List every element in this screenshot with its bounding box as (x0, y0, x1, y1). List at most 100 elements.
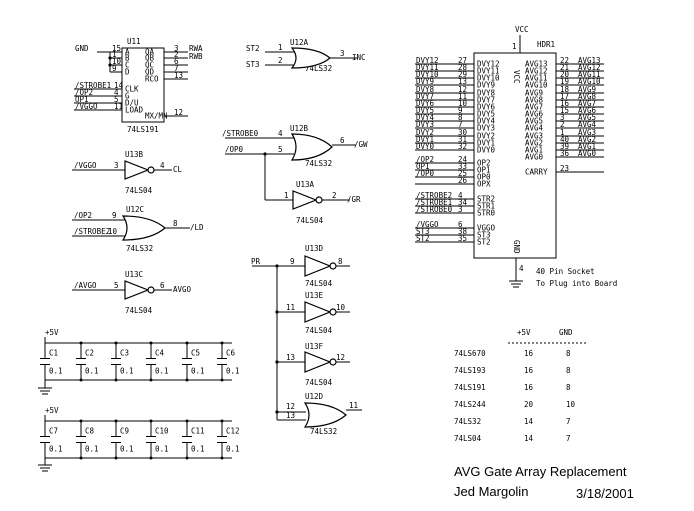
capacitor-value: 0.1 (191, 445, 205, 454)
hdr1-pin-number: 11 (458, 92, 467, 101)
u12c-pin1: 9 (112, 211, 117, 220)
title-date: 3/18/2001 (576, 486, 634, 501)
table-vcc-pin: 16 (524, 366, 534, 375)
u11-pin-label: QA (145, 48, 155, 57)
hdr1-net-label: DVY9 (416, 77, 434, 86)
junction-dot (79, 419, 83, 423)
hdr1-net-label: AVG1 (578, 142, 596, 151)
hdr1-pin-label: AVG11 (525, 74, 548, 83)
u12c-pin3: 8 (173, 219, 178, 228)
u13f-name: U13F (305, 342, 324, 351)
hdr1-pin-number: 27 (458, 56, 467, 65)
hdr1-pin-label: DVY6 (477, 103, 496, 112)
hdr1-pin-number: 25 (458, 169, 467, 178)
title-author: Jed Margolin (454, 484, 528, 499)
u11-pin-number: 3 (174, 44, 179, 53)
hdr1-pin-number: 31 (458, 135, 467, 144)
capacitor-ref: C6 (226, 349, 236, 358)
u11-pin-number: 13 (174, 71, 183, 80)
u13e-pin2: 10 (336, 303, 346, 312)
junction-dot (185, 341, 189, 345)
junction-dot (149, 341, 153, 345)
u12b-in1: /STROBE0 (222, 129, 259, 138)
capacitor-ref: C9 (120, 427, 129, 436)
hdr1-net-label: OP1 (416, 162, 430, 171)
hdr1-pin-label: AVG1 (525, 146, 543, 155)
hdr1-pin-label: STR1 (477, 202, 495, 211)
u12d-name: U12D (305, 392, 324, 401)
u13c-name: U13C (125, 270, 143, 279)
junction-dot (79, 341, 83, 345)
hdr1-net-label: ST2 (416, 234, 430, 243)
hdr1-net-label: DVY4 (416, 113, 435, 122)
junction-dot (220, 378, 224, 382)
capacitor-value: 0.1 (155, 367, 169, 376)
u13f-part: 74LS04 (305, 378, 333, 387)
hdr1-pin-label: OP2 (477, 159, 491, 168)
u13e-part: 74LS04 (305, 326, 333, 335)
u11-pin-label: QB (145, 54, 155, 63)
u11-pin-number: 9 (112, 64, 117, 73)
hdr1-pin-label: DVY12 (477, 60, 500, 69)
u11-pin-number: 7 (174, 64, 179, 73)
u12a-out: INC (352, 53, 366, 62)
table-gnd-pin: 7 (566, 434, 571, 443)
u11-pin-label: D (125, 68, 130, 77)
junction-dot (185, 378, 189, 382)
u11-pin-number: 10 (112, 57, 122, 66)
hdr1-pin-number: 17 (560, 92, 569, 101)
hdr1-pin-number: 39 (560, 142, 569, 151)
hdr1-pin-label: DVY10 (477, 74, 500, 83)
title-line: AVG Gate Array Replacement (454, 464, 627, 479)
junction-dot (220, 419, 224, 423)
u13c-inverter: U13C 74LS04 /AVGO 5 6 AVGO (72, 270, 192, 315)
hdr1-net-label: DVY8 (416, 85, 435, 94)
u12a-part: 74LS32 (305, 64, 332, 73)
u11-pin-number: 4 (114, 88, 119, 97)
u12a-pin1: 1 (278, 43, 283, 52)
hdr1-pin-number: 21 (560, 63, 569, 72)
capacitor-value: 0.1 (226, 445, 240, 454)
table-gnd-pin: 7 (566, 417, 571, 426)
u12b-name: U12B (290, 124, 309, 133)
hdr1-net-label: /OP0 (416, 169, 435, 178)
table-part: 74LS244 (454, 400, 486, 409)
u11-pin-label: D/U (125, 99, 139, 108)
hdr1-pin-number: 3 (458, 205, 463, 214)
hdr1-pin-number: 26 (458, 176, 468, 185)
u11-pin-label: QC (145, 61, 154, 70)
hdr1-net-label: DVY5 (416, 106, 434, 115)
u11-pin-number: 5 (114, 95, 119, 104)
junction-dot (79, 456, 83, 460)
hdr1-pin-number: 8 (458, 113, 463, 122)
u13d-pin1: 9 (290, 257, 295, 266)
table-gnd-pin: 8 (566, 366, 571, 375)
capacitor-ref: C12 (226, 427, 240, 436)
hdr1-pin-number: 12 (458, 85, 467, 94)
hdr1-gnd-label: GND (512, 240, 521, 254)
junction-dot (114, 341, 118, 345)
u12d-pin3: 11 (349, 401, 358, 410)
u11-pin-label: C (125, 61, 130, 70)
junction-dot (185, 419, 189, 423)
u11-net-label: GND (75, 44, 89, 53)
hdr1-pin-label: AVG13 (525, 60, 548, 69)
u11-pin-number: 14 (114, 81, 124, 90)
table-vcc-pin: 14 (524, 434, 534, 443)
junction-dot (79, 378, 83, 382)
u13a-out: /GR (347, 195, 361, 204)
table-header-gnd: GND (559, 328, 573, 337)
u11-pin-label: A (125, 48, 130, 57)
hdr1-pin-label: ST3 (477, 231, 491, 240)
u12c-out: /LD (190, 223, 204, 232)
hdr1-pin-number: 29 (458, 70, 467, 79)
hdr1-pin-label: OPX (477, 180, 491, 189)
u13b-in: /VGGO (74, 161, 97, 170)
hdr1-pin-number: 15 (560, 106, 569, 115)
hdr1-pin-label: DVY9 (477, 81, 495, 90)
u11-pin-label: QD (145, 68, 155, 77)
u13b-name: U13B (125, 150, 144, 159)
hdr1-pin-label: OP0 (477, 173, 491, 182)
hdr1-vcc-label: VCC (512, 70, 521, 84)
